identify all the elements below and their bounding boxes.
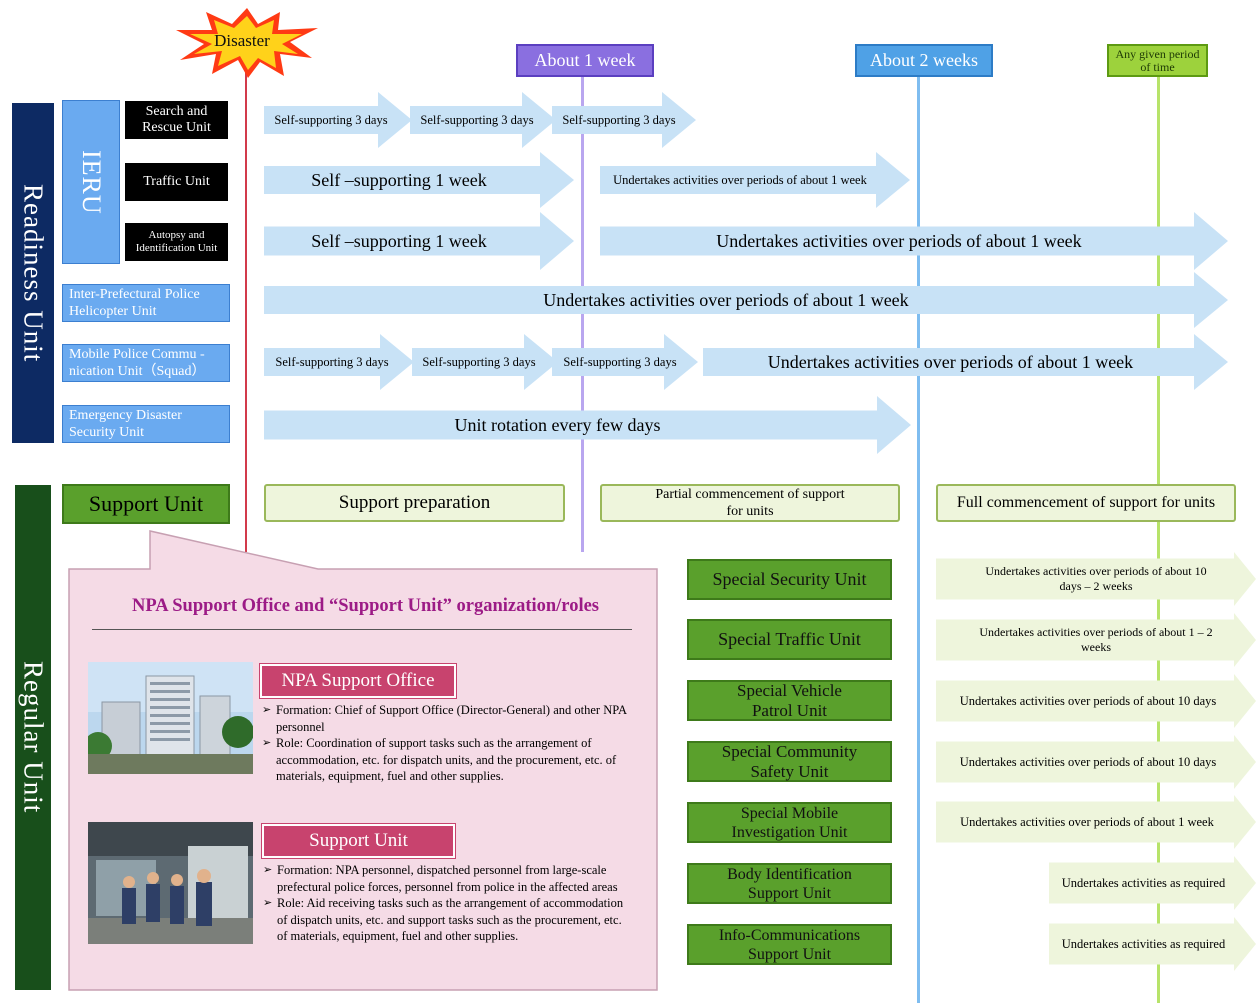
activity-arrow-2: Undertakes activities over periods of ab… (936, 613, 1256, 667)
ieru-label: IERU (62, 100, 120, 264)
special-security-unit: Special Security Unit (687, 559, 892, 600)
body-identification-support-unit: Body Identification Support Unit (687, 863, 892, 904)
unit-roles: Formation: NPA personnel, dispatched per… (263, 862, 628, 945)
activity-arrow-5: Undertakes activities over periods of ab… (936, 795, 1256, 849)
special-vehicle-patrol-unit: Special Vehicle Patrol Unit (687, 680, 892, 721)
sr-arrow-2: Self-supporting 3 days (410, 92, 556, 148)
office-roles: Formation: Chief of Support Office (Dire… (262, 702, 630, 785)
au-self-arrow: Self –supporting 1 week (264, 212, 574, 270)
mc-arrow-2: Self-supporting 3 days (412, 334, 558, 390)
tr-act-arrow: Undertakes activities over periods of ab… (600, 152, 910, 208)
helicopter-unit: Inter-Prefectural Police Helicopter Unit (62, 284, 230, 322)
au-act-arrow: Undertakes activities over periods of ab… (600, 212, 1228, 270)
callout-title: NPA Support Office and “Support Unit” or… (132, 596, 599, 616)
mc-arrow-3: Self-supporting 3 days (552, 334, 698, 390)
phase-partial: Partial commencement of support for unit… (600, 484, 900, 522)
tr-self-arrow: Self –supporting 1 week (264, 152, 574, 208)
week2-tag: About 2 weeks (855, 44, 993, 77)
activity-arrow-1: Undertakes activities over periods of ab… (936, 552, 1256, 606)
disaster-line (245, 68, 247, 552)
phase-prep: Support preparation (264, 484, 565, 522)
sr-arrow-3: Self-supporting 3 days (552, 92, 696, 148)
disaster-burst-icon (176, 8, 318, 78)
any-time-line (1157, 70, 1160, 1003)
activity-arrow-4: Undertakes activities over periods of ab… (936, 735, 1256, 789)
special-community-safety-unit: Special Community Safety Unit (687, 741, 892, 782)
traffic-unit: Traffic Unit (125, 163, 228, 201)
support-unit-label: Support Unit (62, 484, 230, 524)
activity-arrow-7: Undertakes activities as required (1049, 917, 1256, 971)
activity-arrow-6: Undertakes activities as required (1049, 856, 1256, 910)
info-communications-support-unit: Info-Communications Support Unit (687, 924, 892, 965)
callout-divider (92, 629, 632, 630)
disaster-label: Disaster (214, 31, 270, 50)
readiness-unit-title: Readiness Unit (12, 103, 54, 443)
mobile-comm-unit: Mobile Police Commu -nication Unit（Squad… (62, 344, 230, 382)
unit-role: Role: Aid receiving tasks such as the ar… (263, 895, 628, 945)
phase-full: Full commencement of support for units (936, 484, 1236, 522)
emergency-unit: Emergency Disaster Security Unit (62, 405, 230, 443)
office-formation: Formation: Chief of Support Office (Dire… (262, 702, 630, 735)
search-rescue-unit: Search and Rescue Unit (125, 101, 228, 139)
support-unit-tag: Support Unit (262, 824, 455, 858)
any-time-tag: Any given period of time (1107, 44, 1208, 77)
activity-arrow-3: Undertakes activities over periods of ab… (936, 674, 1256, 728)
heli-act-arrow: Undertakes activities over periods of ab… (264, 272, 1228, 328)
support-unit-photo (88, 822, 253, 944)
office-role: Role: Coordination of support tasks such… (262, 735, 630, 785)
mc-arrow-1: Self-supporting 3 days (264, 334, 414, 390)
npa-support-office-label: NPA Support Office (260, 664, 456, 698)
npa-building-photo (88, 662, 253, 774)
week2-line (917, 70, 920, 1003)
em-rot-arrow: Unit rotation every few days (264, 396, 911, 454)
regular-unit-title: Regular Unit (15, 485, 51, 990)
autopsy-unit: Autopsy and Identification Unit (125, 223, 228, 261)
week1-tag: About 1 week (516, 44, 654, 77)
sr-arrow-1: Self-supporting 3 days (264, 92, 412, 148)
special-traffic-unit: Special Traffic Unit (687, 619, 892, 660)
special-mobile-investigation-unit: Special Mobile Investigation Unit (687, 802, 892, 843)
unit-formation: Formation: NPA personnel, dispatched per… (263, 862, 628, 895)
mc-act-arrow: Undertakes activities over periods of ab… (703, 334, 1228, 390)
